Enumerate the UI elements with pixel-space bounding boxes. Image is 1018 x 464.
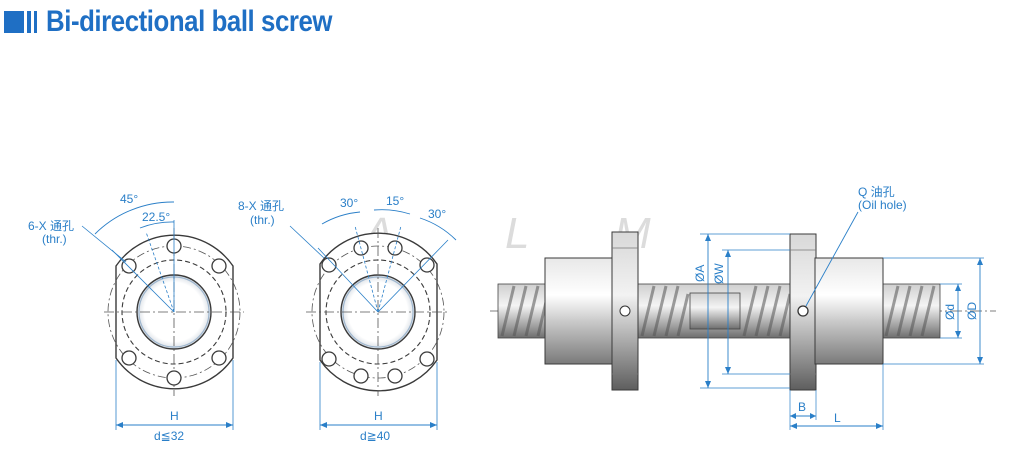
oil-hole-label: Q 油孔 <box>858 185 895 199</box>
angle-30-left-label: 30° <box>340 196 358 210</box>
side-view: Q 油孔 (Oil hole) ØA ØW Ød ØD <box>490 185 996 430</box>
left-nut-body <box>544 257 614 365</box>
header: Bi-directional ball screw <box>4 4 379 40</box>
angle-30-right-label: 30° <box>428 207 446 221</box>
watermark-letter-l: L <box>505 209 529 258</box>
bolt-hole <box>387 368 403 384</box>
hole-label-8x: 8-X 通孔 <box>238 199 284 213</box>
dim-d-large-label: ØD <box>965 302 979 320</box>
bolt-hole <box>321 351 337 367</box>
title-block-icon <box>4 8 38 36</box>
condition-label: d≦32 <box>154 429 184 443</box>
bolt-hole <box>321 257 337 273</box>
bolt-hole <box>419 351 435 367</box>
hole-label-6x: 6-X 通孔 <box>28 219 74 233</box>
bolt-hole <box>419 257 435 273</box>
hole-sub-label: (thr.) <box>250 213 275 227</box>
flange-view-6-hole: 45° 22.5° 6-X 通孔 (thr.) H d≦32 <box>28 192 244 443</box>
angle-45-label: 45° <box>120 192 138 206</box>
condition-label: d≧40 <box>360 429 390 443</box>
dim-d-small-label: Ød <box>943 304 957 320</box>
oil-hole-sub-label: (Oil hole) <box>858 198 907 212</box>
bolt-hole <box>121 350 137 366</box>
dim-a-label: ØA <box>693 265 707 282</box>
bolt-hole <box>211 350 227 366</box>
bolt-holes <box>121 238 227 386</box>
oil-hole <box>797 305 809 317</box>
page-title: Bi-directional ball screw <box>46 5 333 38</box>
width-h-label: H <box>374 409 383 423</box>
dim-w-label: ØW <box>712 263 726 284</box>
bolt-hole <box>211 258 227 274</box>
angle-22-5-label: 22.5° <box>142 210 170 224</box>
bolt-hole <box>353 368 369 384</box>
angle-15-label: 15° <box>386 194 404 208</box>
bolt-hole <box>166 370 182 386</box>
bolt-hole <box>121 258 137 274</box>
dim-b-label: B <box>798 400 806 414</box>
hole-sub-label: (thr.) <box>42 232 67 246</box>
flange-view-8-hole: 30° 15° 30° 8-X 通孔 (thr.) H d≧40 <box>238 194 457 443</box>
right-nut-body <box>814 257 884 365</box>
dim-l-label: L <box>834 411 841 425</box>
left-flange-hole <box>619 305 631 317</box>
width-h-label: H <box>170 409 179 423</box>
thread-grooves <box>500 285 936 337</box>
